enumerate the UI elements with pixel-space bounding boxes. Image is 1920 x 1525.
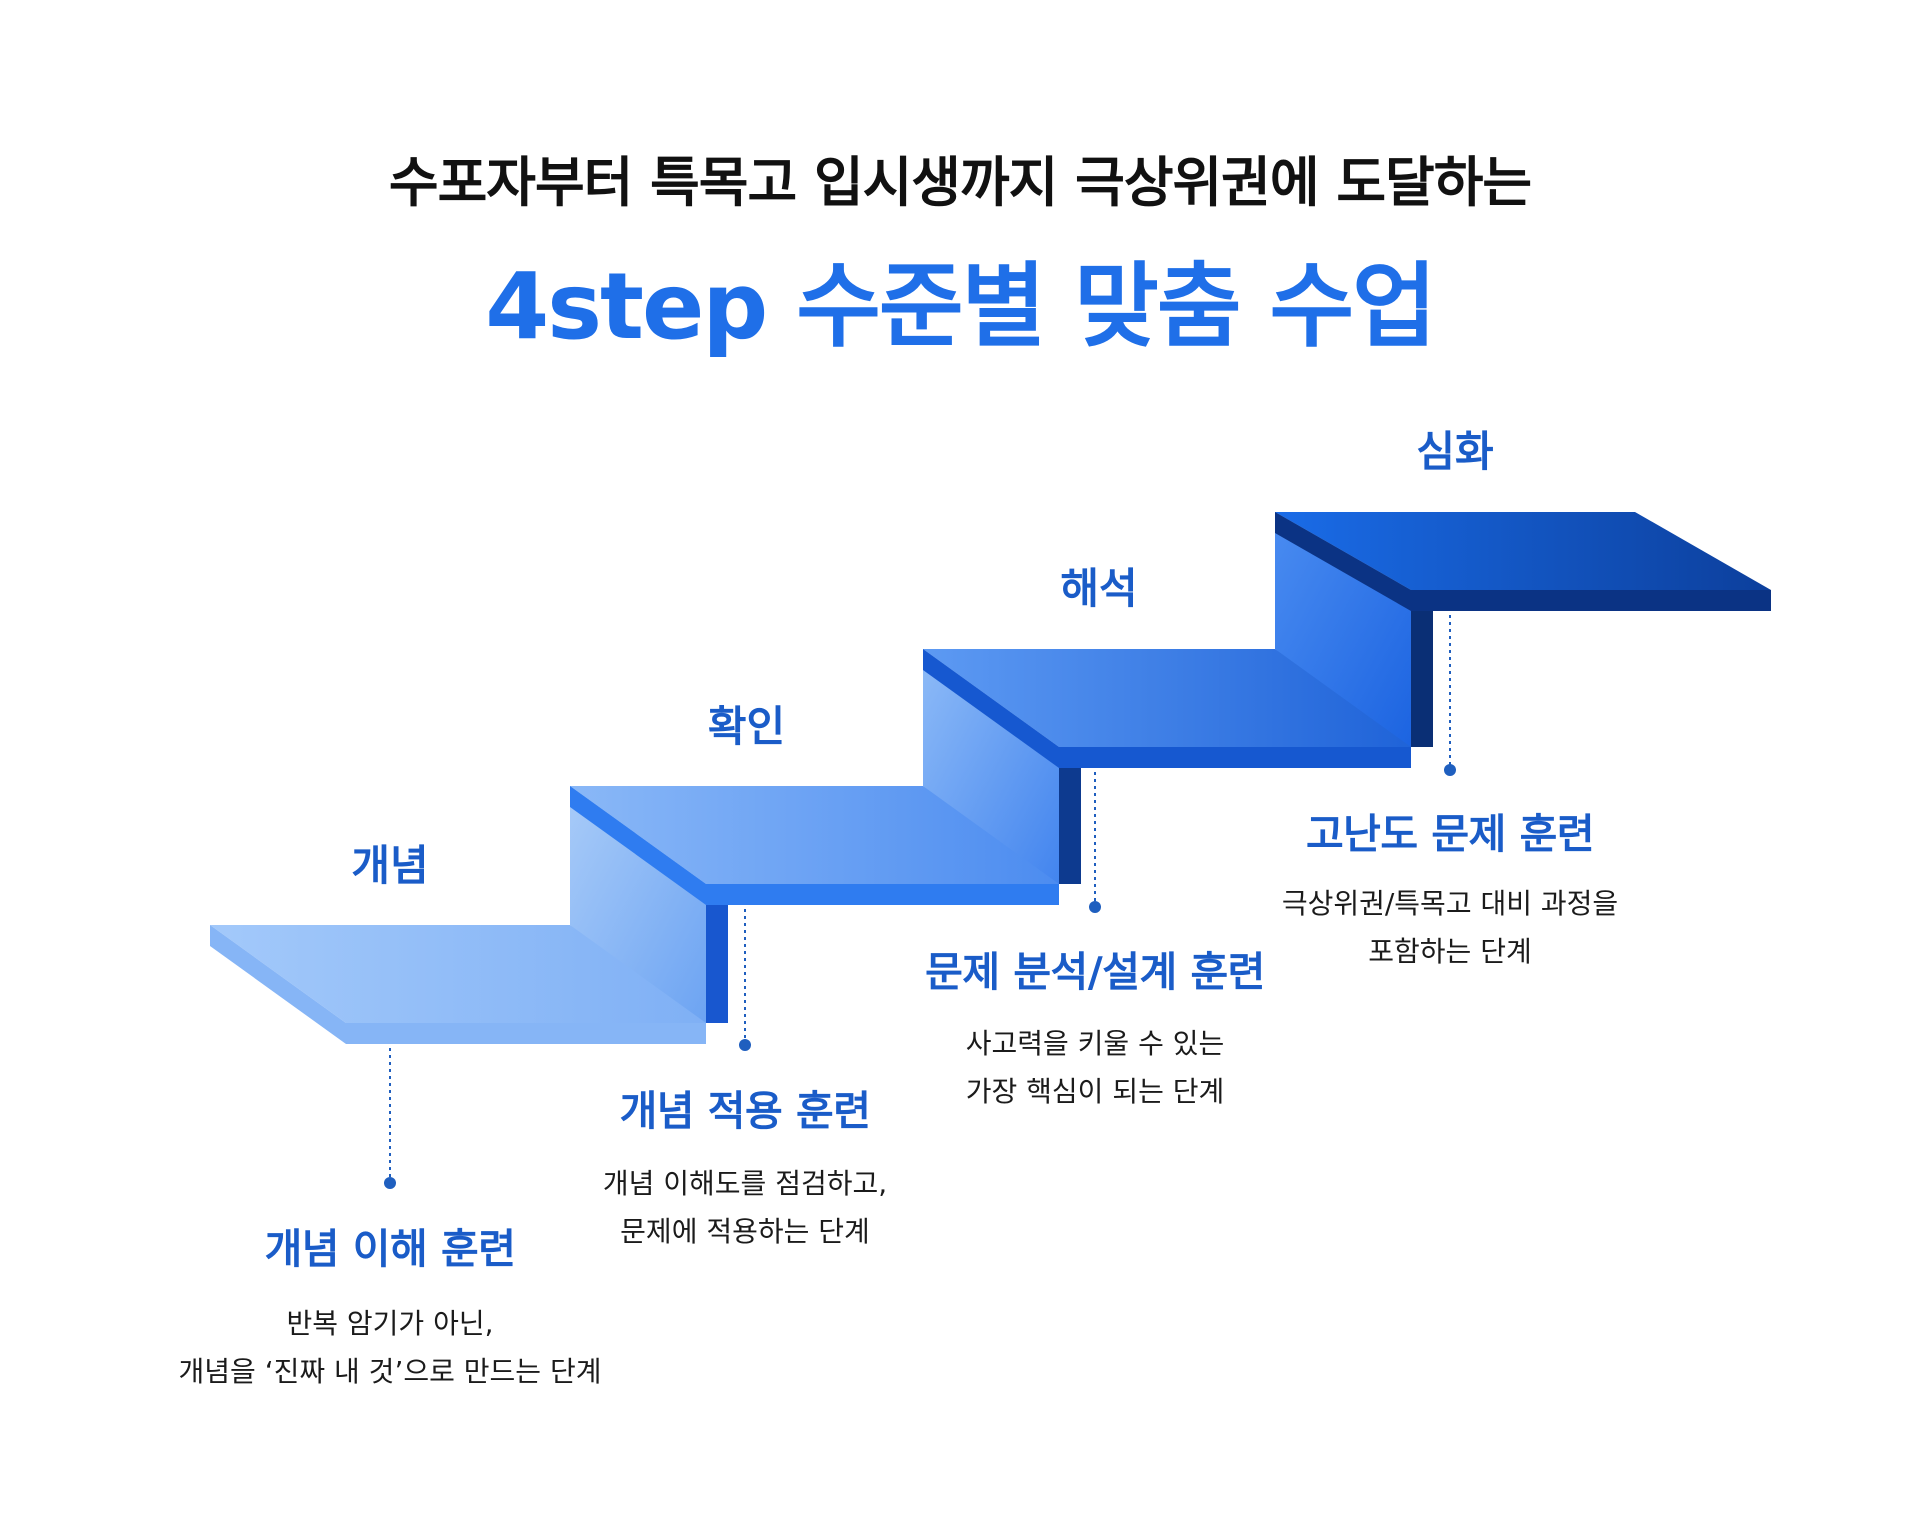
stair-riser-3 — [923, 649, 1059, 905]
stair-tread-4 — [1275, 512, 1771, 590]
step-desc-line: 사고력을 키울 수 있는 — [965, 1027, 1225, 1060]
stair-riser-2 — [570, 786, 706, 1044]
step-desc-line: 반복 암기가 아닌, — [286, 1307, 494, 1340]
stair-wall-3 — [1411, 590, 1433, 747]
subtitle: 수포자부터 특목고 입시생까지 극상위권에 도달하는 — [388, 151, 1532, 214]
step-desc-line: 문제에 적용하는 단계 — [620, 1215, 870, 1248]
step-title-1: 개념 이해 훈련 — [264, 1225, 516, 1273]
step-desc-line: 극상위권/특목고 대비 과정을 — [1281, 887, 1619, 920]
step-title-2: 개념 적용 훈련 — [619, 1087, 871, 1135]
stair-side-4 — [1275, 512, 1411, 611]
stair-edge-1 — [346, 1023, 706, 1044]
step-desc-line: 포함하는 단계 — [1368, 935, 1532, 968]
stair-edge-4 — [1411, 590, 1771, 611]
stair-side-3 — [923, 649, 1059, 768]
page-title: 4step 수준별 맞춤 수업 — [485, 253, 1437, 360]
stair-tread-1 — [210, 925, 706, 1023]
step-title-4: 고난도 문제 훈련 — [1305, 810, 1595, 858]
stair-side-2 — [570, 786, 706, 905]
connector-dot-1 — [384, 1177, 396, 1189]
step-title-3: 문제 분석/설계 훈련 — [925, 948, 1265, 996]
stair-wall-1 — [706, 884, 728, 1023]
stair-tread-2 — [570, 786, 1059, 884]
connector-dot-2 — [739, 1039, 751, 1051]
stair-edge-3 — [1059, 747, 1411, 768]
stair-tread-3 — [923, 649, 1411, 747]
step-desc-2: 개념 이해도를 점검하고, 문제에 적용하는 단계 — [603, 1160, 887, 1256]
step-name-3: 해석 — [1060, 564, 1138, 613]
stair-edge-2 — [706, 884, 1059, 905]
stair-side-1 — [210, 925, 346, 1044]
step-name-2: 확인 — [707, 702, 786, 751]
connector-dot-4 — [1444, 764, 1456, 776]
connector-dot-3 — [1089, 901, 1101, 913]
step-desc-line: 가장 핵심이 되는 단계 — [965, 1075, 1225, 1108]
step-name-1: 개념 — [351, 841, 429, 890]
step-desc-line: 개념을 ‘진짜 내 것’으로 만드는 단계 — [178, 1355, 602, 1388]
step-desc-1: 반복 암기가 아닌, 개념을 ‘진짜 내 것’으로 만드는 단계 — [179, 1300, 602, 1396]
step-desc-line: 개념 이해도를 점검하고, — [602, 1167, 888, 1200]
stair-wall-2 — [1059, 747, 1081, 884]
step-name-4: 심화 — [1416, 427, 1494, 476]
